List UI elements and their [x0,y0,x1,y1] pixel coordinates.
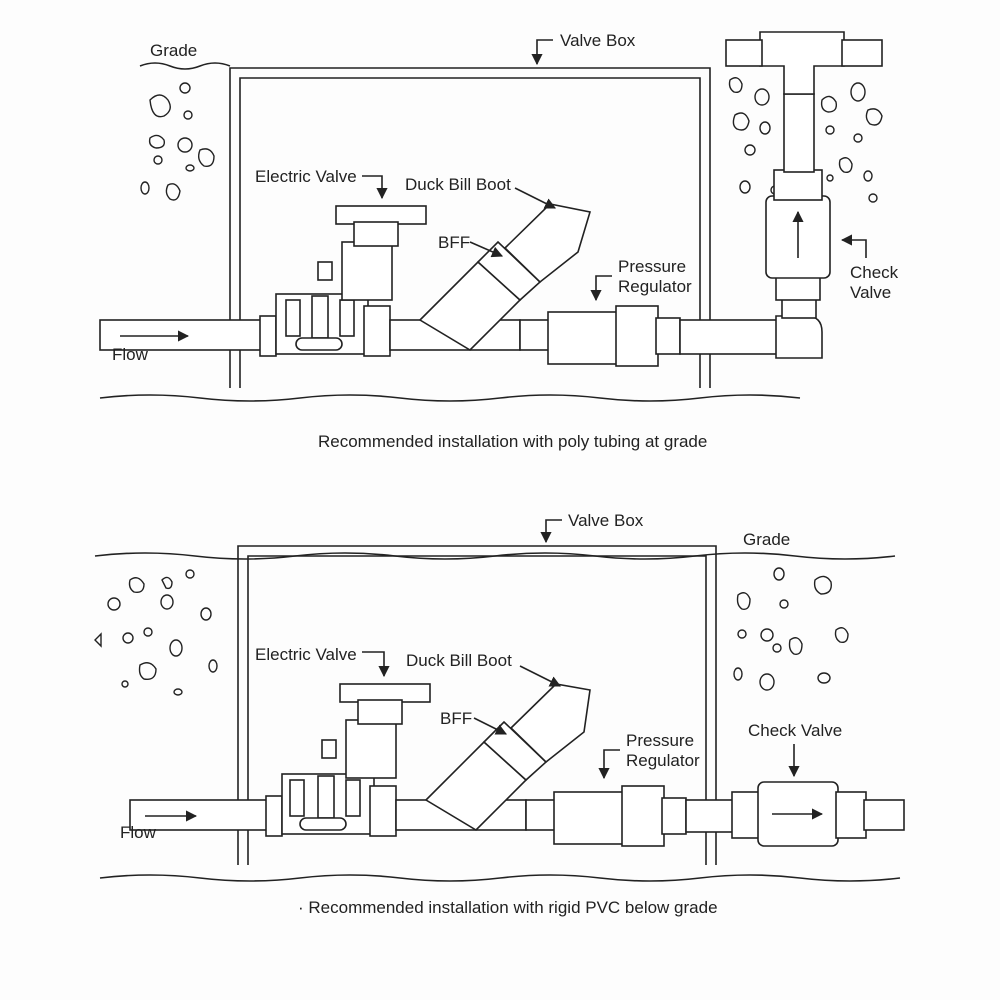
top-electric-valve [259,205,427,357]
bottom-check-valve [731,781,867,847]
top-duck-bill-label: Duck Bill Boot [405,175,511,194]
top-tee-right [841,39,883,67]
top-valve-box-label: Valve Box [560,31,636,50]
top-elbow [775,315,823,359]
bottom-duck-bill-label: Duck Bill Boot [406,651,512,670]
top-valve-box-inner [239,77,701,388]
bottom-electric-valve-arrow [362,651,390,678]
bottom-pressure-arrow [598,749,620,780]
top-electric-valve-label: Electric Valve [255,167,357,186]
top-bff-label: BFF [438,233,470,252]
bottom-valve-box-inner [247,555,707,865]
bottom-check-label: Check Valve [748,721,842,740]
bottom-valve-box-label: Valve Box [568,511,644,530]
top-riser-lower [781,297,817,319]
bottom-flow-label: Flow [120,823,157,842]
top-flow-label: Flow [112,345,149,364]
top-grade-label: Grade [150,41,197,60]
bottom-outlet-pipe [685,799,737,833]
bottom-outlet-pipe-right [863,799,905,831]
bottom-bff-filter [395,683,591,832]
bottom-rocks-left [94,569,218,696]
bottom-pressure-regulator [525,785,687,847]
bottom-pressure-label-2: Regulator [626,751,700,770]
top-duck-bill-arrow [514,187,557,209]
bottom-bff-label: BFF [440,709,472,728]
top-pressure-regulator [519,305,681,367]
top-electric-valve-arrow [362,175,388,200]
bottom-ground-line [99,874,901,882]
bottom-electric-valve [265,683,431,837]
top-riser-upper [783,93,815,173]
top-check-label-2: Valve [850,283,891,302]
bottom-pressure-label-1: Pressure [626,731,694,750]
bottom-duck-bill-arrow [519,665,562,687]
top-panel: Grade Valve Box [99,31,899,451]
top-pressure-label-2: Regulator [618,277,692,296]
top-valve-box-arrow [531,39,553,66]
top-pressure-arrow [590,275,612,302]
top-caption: Recommended installation with poly tubin… [318,432,707,451]
top-bff-arrow [469,241,504,258]
bottom-rocks-right [733,567,849,691]
top-check-arrow [840,234,867,258]
bottom-caption: · Recommended installation with rigid PV… [298,898,718,917]
top-outlet-pipe [679,319,781,355]
bottom-valve-box-arrow [540,519,562,544]
bottom-bff-arrow [473,717,508,735]
top-check-valve [765,169,831,301]
top-tee [759,31,845,95]
top-tee-left [725,39,763,67]
top-rocks-left [140,82,215,201]
bottom-electric-valve-label: Electric Valve [255,645,357,664]
top-pressure-label-1: Pressure [618,257,686,276]
bottom-valve-box [237,545,717,865]
top-ground-line [99,394,801,402]
bottom-grade-label: Grade [743,530,790,549]
top-check-label-1: Check [850,263,899,282]
bottom-panel: Grade Valve Box [94,511,905,917]
top-grade-line [139,62,231,70]
top-valve-box [229,67,711,388]
